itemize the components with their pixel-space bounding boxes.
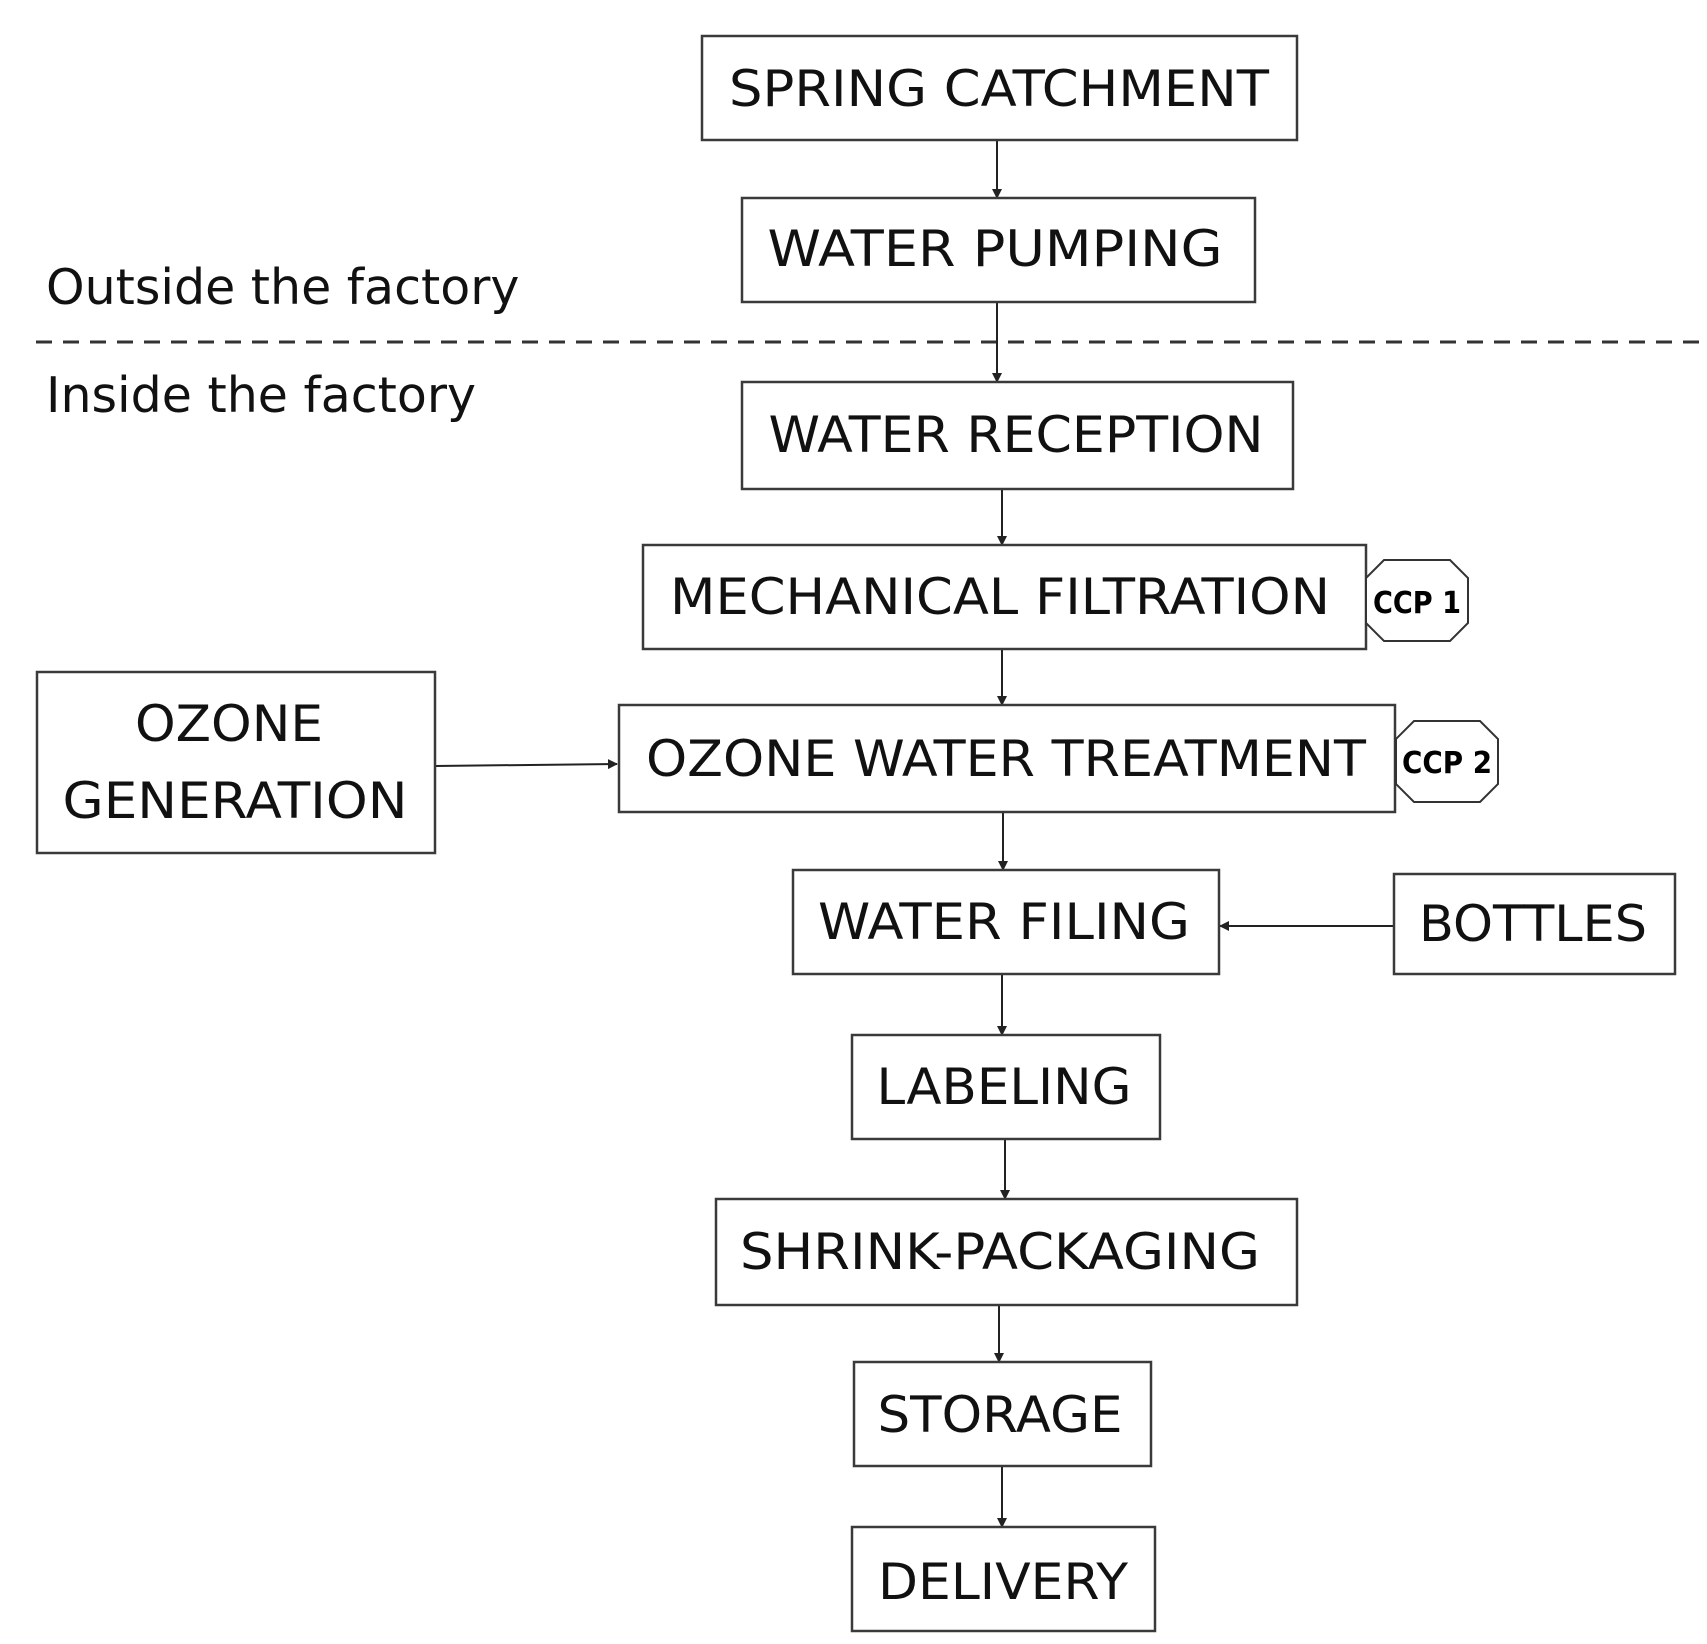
arrow-ozone-generation-to-treatment: [434, 759, 618, 770]
ccp-1-badge: CCP 1: [1365, 559, 1469, 642]
step-storage: STORAGE: [852, 1360, 1153, 1468]
ccp-2-label: CCP 2: [1402, 746, 1492, 781]
input-bottles-label: BOTTLES: [1419, 895, 1647, 953]
input-ozone-generation: OZONE GENERATION: [35, 670, 437, 855]
step-mechanical-filtration-label: MECHANICAL FILTRATION: [670, 568, 1330, 626]
outside-zone-label: Outside the factory: [46, 259, 519, 316]
step-ozone-water-treatment-label: OZONE WATER TREATMENT: [646, 730, 1366, 788]
step-labeling-label: LABELING: [877, 1058, 1132, 1116]
step-delivery: DELIVERY: [850, 1525, 1157, 1633]
step-water-filing-label: WATER FILING: [818, 893, 1190, 951]
inside-zone-label: Inside the factory: [46, 367, 476, 424]
step-water-filing: WATER FILING: [791, 868, 1221, 976]
step-shrink-packaging: SHRINK-PACKAGING: [714, 1197, 1299, 1307]
step-storage-label: STORAGE: [878, 1386, 1123, 1444]
step-delivery-label: DELIVERY: [878, 1553, 1128, 1611]
ccp-2-badge: CCP 2: [1395, 720, 1499, 803]
input-bottles: BOTTLES: [1392, 872, 1677, 976]
step-water-pumping-label: WATER PUMPING: [768, 220, 1223, 278]
step-spring-catchment: SPRING CATCHMENT: [700, 34, 1299, 142]
step-water-pumping: WATER PUMPING: [740, 196, 1257, 304]
step-labeling: LABELING: [850, 1033, 1162, 1141]
step-shrink-packaging-label: SHRINK-PACKAGING: [740, 1223, 1260, 1281]
step-spring-catchment-label: SPRING CATCHMENT: [729, 60, 1269, 118]
input-ozone-generation-label-line-1: OZONE: [135, 695, 323, 753]
input-ozone-generation-label-line-2: GENERATION: [63, 772, 408, 830]
ccp-1-label: CCP 1: [1373, 586, 1461, 621]
step-mechanical-filtration: MECHANICAL FILTRATION: [641, 543, 1368, 651]
step-water-reception-label: WATER RECEPTION: [769, 406, 1264, 464]
step-water-reception: WATER RECEPTION: [740, 380, 1295, 491]
step-ozone-water-treatment: OZONE WATER TREATMENT: [617, 703, 1397, 814]
